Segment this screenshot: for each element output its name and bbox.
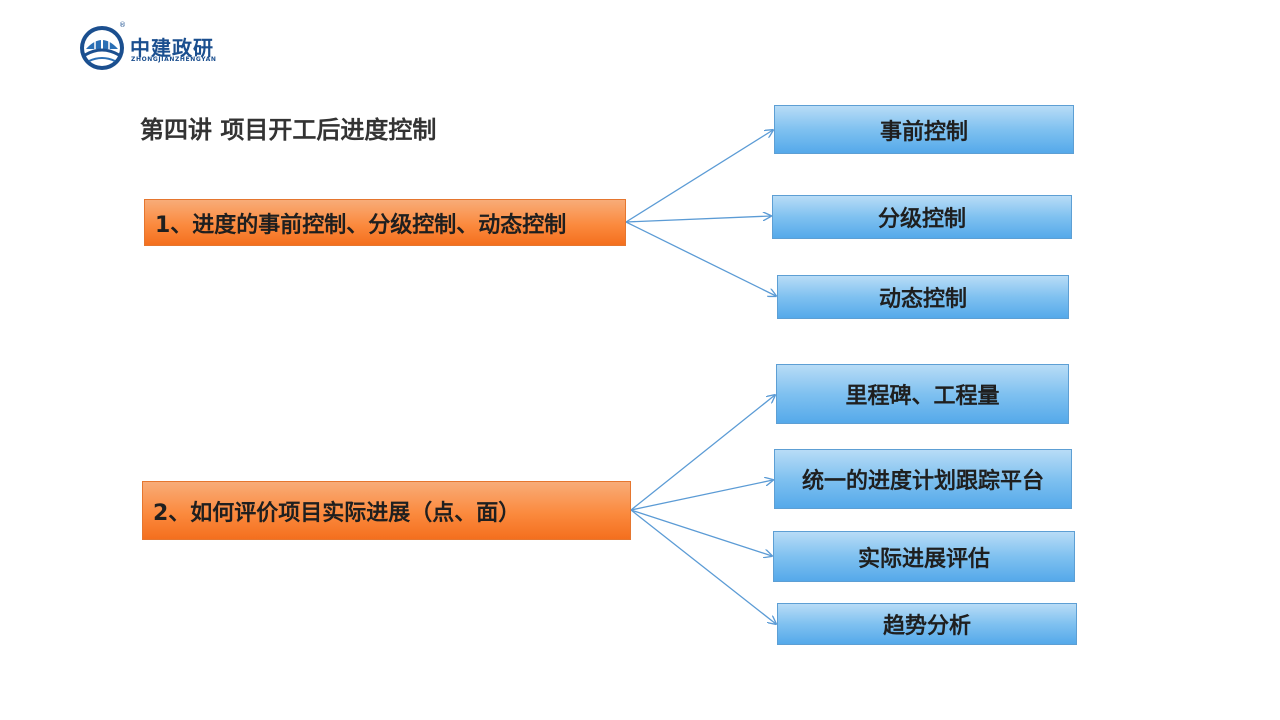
connector-1-3 [625, 221, 776, 296]
registered-mark: ® [119, 21, 126, 29]
connector-2-4 [630, 509, 776, 624]
logo-name-cn: 中建政研 [130, 36, 214, 60]
subtopic-box-trend-analysis: 趋势分析 [777, 603, 1077, 645]
connector-1-2 [625, 216, 771, 223]
subtopic-box-milestone: 里程碑、工程量 [776, 364, 1069, 424]
subtopic-box-dynamic-control: 动态控制 [777, 275, 1069, 319]
company-logo: ® 中建政研 ZHONGJIANZHENGYAN [79, 21, 229, 73]
topic-box-1: 1、进度的事前控制、分级控制、动态控制 [144, 199, 626, 246]
subtopic-box-level-control: 分级控制 [772, 195, 1072, 239]
bridge-logo-icon [80, 26, 124, 70]
subtopic-box-progress-evaluation: 实际进展评估 [773, 531, 1075, 582]
subtopic-box-pre-control: 事前控制 [774, 105, 1074, 154]
logo-name-en: ZHONGJIANZHENGYAN [131, 56, 217, 63]
slide-title: 第四讲 项目开工后进度控制 [140, 116, 437, 144]
connector-1-1 [625, 130, 773, 223]
subtopic-box-tracking-platform: 统一的进度计划跟踪平台 [774, 449, 1072, 509]
connector-2-3 [630, 509, 772, 556]
topic-box-2: 2、如何评价项目实际进展（点、面） [142, 481, 631, 540]
connector-2-2 [630, 480, 773, 511]
connector-2-1 [630, 395, 775, 511]
